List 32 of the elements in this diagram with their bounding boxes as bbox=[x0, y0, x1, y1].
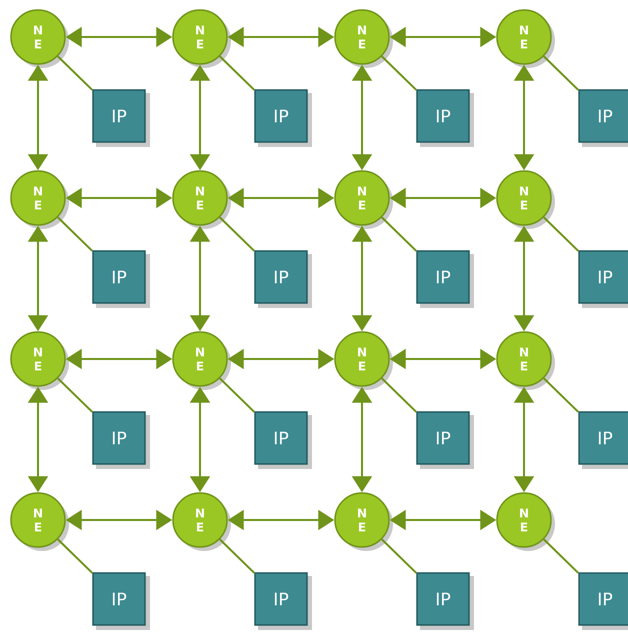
ip-box: IP bbox=[578, 89, 628, 147]
ip-box: IP bbox=[254, 572, 312, 630]
connector-line bbox=[57, 216, 93, 252]
connector-line bbox=[543, 216, 579, 252]
connector-line bbox=[219, 216, 255, 252]
connector-line bbox=[57, 56, 93, 91]
connector-line bbox=[57, 378, 93, 413]
ip-box: IP bbox=[254, 411, 312, 469]
connector-line bbox=[543, 538, 579, 574]
connector-line bbox=[543, 378, 579, 413]
ip-box: IP bbox=[92, 411, 150, 469]
connector-line bbox=[381, 378, 417, 413]
connector-line bbox=[543, 56, 579, 91]
ip-box: IP bbox=[254, 89, 312, 147]
ip-box: IP bbox=[92, 89, 150, 147]
ip-box: IP bbox=[578, 250, 628, 308]
ip-box: IP bbox=[416, 89, 474, 147]
ip-box: IP bbox=[254, 250, 312, 308]
ip-box: IP bbox=[92, 572, 150, 630]
ip-box: IP bbox=[416, 572, 474, 630]
connector-line bbox=[381, 56, 417, 91]
ip-box: IP bbox=[578, 411, 628, 469]
connector-line bbox=[381, 538, 417, 574]
ip-box: IP bbox=[416, 250, 474, 308]
ip-box: IP bbox=[416, 411, 474, 469]
connector-line bbox=[381, 216, 417, 252]
connector-line bbox=[219, 378, 255, 413]
connector-line bbox=[219, 56, 255, 91]
ip-box: IP bbox=[92, 250, 150, 308]
connector-line bbox=[57, 538, 93, 574]
connector-line bbox=[219, 538, 255, 574]
ip-box: IP bbox=[578, 572, 628, 630]
